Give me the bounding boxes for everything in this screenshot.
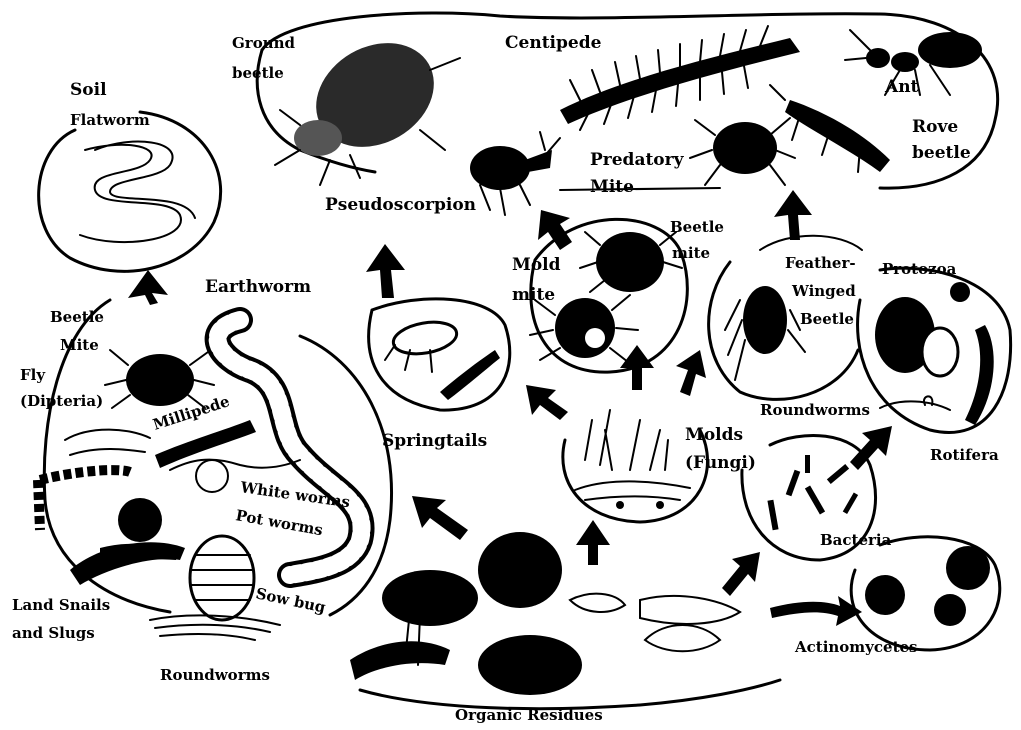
arrow-up-flatworm [128, 270, 168, 305]
bacteria-icon [767, 455, 858, 530]
label-ground: Ground [232, 34, 296, 52]
predatory-mite-icon [690, 118, 795, 185]
label-mold: Mold [512, 255, 561, 275]
label-sow-bug: Sow bug [254, 584, 328, 616]
label-fungi: (Fungi) [685, 453, 756, 473]
arrow-feather-up [774, 190, 812, 240]
label-fw-beetle: Beetle [800, 310, 854, 328]
ground-beetle-icon [275, 22, 460, 185]
actinomycetes-icon [865, 546, 990, 626]
slug-icon [70, 542, 185, 585]
label-roundworms-bottom: Roundworms [160, 666, 270, 684]
springtail-icon [385, 318, 500, 400]
roundworm-icon [40, 470, 130, 480]
label-centipede: Centipede [505, 33, 602, 53]
fungi-icon [575, 410, 690, 509]
label-molds: Molds [685, 425, 743, 445]
arrow-residues-left [412, 496, 468, 540]
label-feather: Feather- [785, 254, 856, 272]
label-beetle-center: Beetle [670, 218, 724, 236]
organic-residue-icon [350, 532, 740, 695]
label-and-slugs: and Slugs [12, 624, 95, 642]
label-actinomycetes: Actinomycetes [794, 638, 918, 656]
label-flatworm: Flatworm [70, 111, 150, 129]
flatworm-icon [80, 142, 195, 242]
protozoa-icon [875, 282, 970, 376]
label-soil: Soil [70, 80, 107, 100]
label-beetle-mite-left-1: Beetle [50, 308, 104, 326]
label-earthworm: Earthworm [205, 277, 311, 297]
arrow-up-springtail-predators [366, 244, 405, 298]
mold-mite-icon [530, 295, 638, 362]
arrow-moldmite-up [538, 210, 572, 250]
arrow-residues-up [576, 520, 610, 565]
label-land-snails: Land Snails [12, 596, 110, 614]
label-pseudoscorpion: Pseudoscorpion [325, 195, 476, 215]
label-rotifera: Rotifera [930, 446, 999, 464]
sow-bug-icon [190, 536, 254, 620]
rove-beetle-icon [770, 85, 890, 172]
label-bacteria: Bacteria [820, 531, 892, 549]
label-fly: Fly [20, 366, 46, 384]
label-protozoa: Protozoa [882, 260, 957, 278]
fly-larva-icon [65, 430, 150, 455]
label-ant: Ant [884, 77, 919, 97]
earthworm-icon [218, 320, 362, 575]
label-springtails: Springtails [382, 431, 487, 451]
label-dipteria: (Dipteria) [20, 392, 103, 410]
beetle-mite-icon [580, 232, 682, 292]
label-roundworms-right: Roundworms [760, 401, 870, 419]
arrow-molds-up-2 [676, 350, 706, 396]
arrow-residues-bacteria [722, 552, 760, 596]
arrow-residues-actinomycetes [770, 596, 862, 626]
label-rove-beetle: beetle [912, 143, 971, 163]
label-rove: Rove [912, 117, 958, 137]
feather-winged-beetle-icon [725, 286, 805, 380]
label-beetle-ground: beetle [232, 64, 284, 82]
label-winged: Winged [791, 282, 856, 300]
label-mite-center: mite [672, 244, 710, 262]
label-pot-worms: Pot worms [234, 506, 324, 539]
label-organic-residues: Organic Residues [455, 706, 603, 724]
rotifer-icon [965, 325, 994, 425]
arrow-molds-springtails [526, 385, 568, 420]
label-predatory: Predatory [590, 150, 685, 170]
label-mite: mite [512, 285, 555, 305]
label-predatory-mite: Mite [590, 177, 634, 197]
beetle-mite-icon [105, 350, 214, 408]
arrow-molds-up-1 [620, 345, 654, 390]
label-beetle-mite-left-2: Mite [60, 336, 99, 354]
pseudoscorpion-icon [470, 132, 560, 215]
